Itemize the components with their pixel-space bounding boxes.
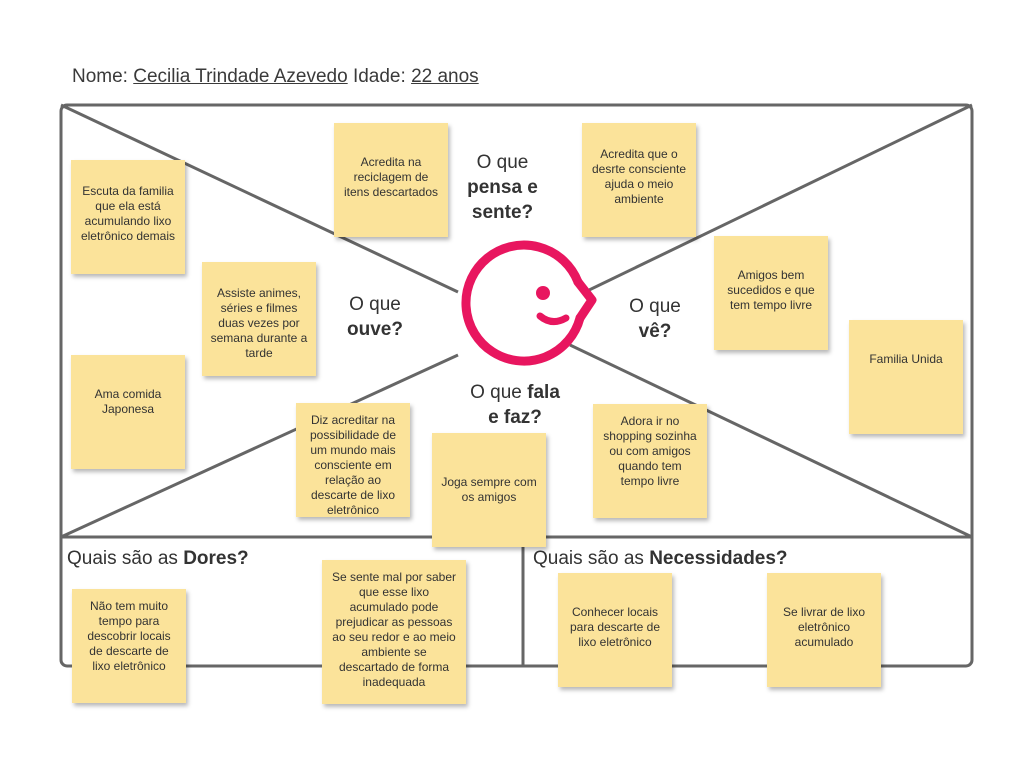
persona-header: Nome: Cecilia Trindade Azevedo Idade: 22… xyxy=(72,66,479,88)
sticky-note[interactable]: Amigos bem sucedidos e que tem tempo liv… xyxy=(714,236,828,350)
diagonal-bottom-left xyxy=(60,353,459,539)
sticky-note[interactable]: Adora ir no shopping sozinha ou com amig… xyxy=(593,404,707,518)
age-label: Idade: xyxy=(352,66,406,87)
name-value: Cecilia Trindade Azevedo xyxy=(133,66,348,87)
face-icon xyxy=(461,240,597,366)
name-label: Nome: xyxy=(72,66,128,87)
quadrant-ouve: O que ouve? xyxy=(347,294,403,340)
sticky-note[interactable]: Se sente mal por saber que esse lixo acu… xyxy=(322,560,466,704)
sticky-note[interactable]: Familia Unida xyxy=(849,320,963,434)
sticky-note[interactable]: Acredita que o desrte consciente ajuda o… xyxy=(582,123,696,237)
diagonal-top-right xyxy=(584,103,973,294)
sticky-note[interactable]: Não tem muito tempo para descobrir locai… xyxy=(72,589,186,703)
sticky-note[interactable]: Escuta da familia que ela está acumuland… xyxy=(71,160,185,274)
sticky-note[interactable]: Conhecer locais para descarte de lixo el… xyxy=(558,573,672,687)
diagonal-top-left xyxy=(60,103,459,294)
section-dores: Quais são as Dores? xyxy=(67,548,249,569)
sticky-note[interactable]: Ama comida Japonesa xyxy=(71,355,185,469)
sticky-note[interactable]: Se livrar de lixo eletrônico acumulado xyxy=(767,573,881,687)
quadrant-fala-faz: O que fala e faz? xyxy=(470,382,560,428)
sticky-note[interactable]: Acredita na reciclagem de itens descarta… xyxy=(334,123,448,237)
quadrant-pensa-sente: O que pensa e sente? xyxy=(467,152,538,223)
section-necessidades: Quais são as Necessidades? xyxy=(533,548,788,569)
sticky-note[interactable]: Diz acreditar na possibilidade de um mun… xyxy=(296,403,410,517)
diagonal-bottom-right xyxy=(569,343,973,539)
map-border xyxy=(59,103,974,668)
quadrant-ve: O que vê? xyxy=(629,296,681,342)
sticky-note[interactable]: Assiste animes, séries e filmes duas vez… xyxy=(202,262,316,376)
age-value: 22 anos xyxy=(411,66,479,87)
sticky-note[interactable]: Joga sempre com os amigos xyxy=(432,433,546,547)
